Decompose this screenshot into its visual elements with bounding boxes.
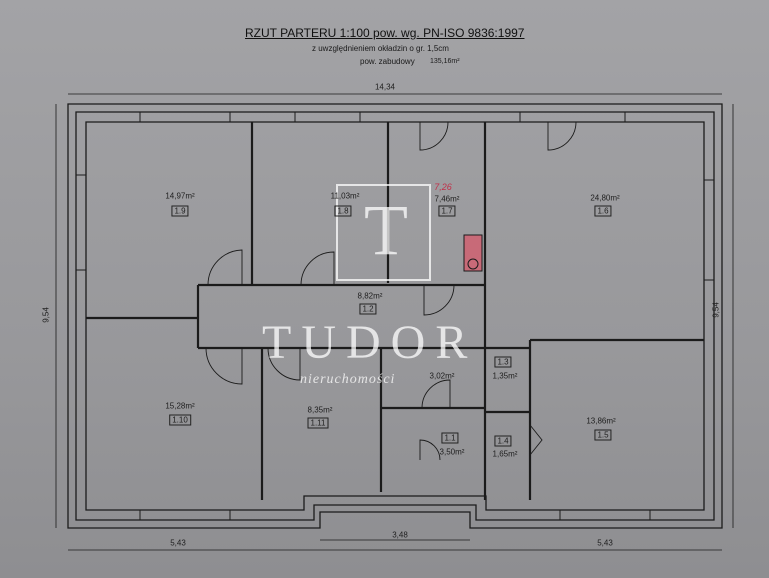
dimension-bottom-left: 5,43	[170, 538, 186, 548]
watermark-tagline: nieruchomości	[300, 372, 396, 387]
room-area: 13,86m²	[586, 416, 616, 426]
plan-subtitle: z uwzględnieniem okładzin o gr. 1,5cm	[312, 44, 449, 53]
dimension-left: 9,54	[41, 307, 51, 323]
room-area: 1,35m²	[492, 371, 518, 381]
dimension-lines	[55, 93, 734, 551]
room-area: 8,35m²	[307, 405, 333, 415]
dimension-right: 9,54	[711, 302, 721, 318]
room-number: 1.11	[307, 417, 329, 429]
room-area: 1,65m²	[492, 449, 518, 459]
room-number: 1.10	[169, 414, 191, 426]
room-number: 1.7	[438, 205, 456, 217]
watermark-brand: TUDOR	[262, 316, 478, 369]
room-area: 15,28m²	[165, 401, 195, 411]
built-area-value: 135,16m²	[430, 58, 460, 65]
windows	[76, 112, 714, 520]
room-area: 11,03m²	[330, 191, 360, 201]
room-number: 1.4	[494, 435, 512, 447]
handwritten-note: 7,26	[434, 182, 452, 192]
dimension-bottom-middle: 3,48	[392, 530, 408, 540]
dimension-top: 14,34	[374, 82, 396, 92]
room-number: 1.2	[359, 303, 377, 315]
built-area-label: pow. zabudowy	[360, 57, 415, 66]
room-area: 7,46m²	[434, 194, 460, 204]
doors	[205, 121, 577, 461]
room-area: 8,82m²	[357, 291, 383, 301]
room-number: 1.6	[594, 205, 612, 217]
dimension-bottom-right: 5,43	[597, 538, 613, 548]
room-number: 1.8	[334, 205, 352, 217]
room-area: 3,02m²	[429, 371, 455, 381]
room-area: 14,97m²	[165, 191, 195, 201]
plan-title: RZUT PARTERU 1:100 pow. wg. PN-ISO 9836:…	[245, 26, 525, 40]
room-number: 1.9	[171, 205, 189, 217]
room-area: 3,50m²	[439, 447, 465, 457]
interior-walls	[86, 122, 704, 500]
room-number: 1.5	[594, 429, 612, 441]
watermark-logo-letter: T	[364, 190, 408, 270]
room-area: 24,80m²	[590, 193, 620, 203]
chimney	[463, 234, 483, 272]
room-number: 1.1	[441, 432, 459, 444]
room-number: 1.3	[494, 356, 512, 368]
watermark-logo	[336, 184, 431, 281]
